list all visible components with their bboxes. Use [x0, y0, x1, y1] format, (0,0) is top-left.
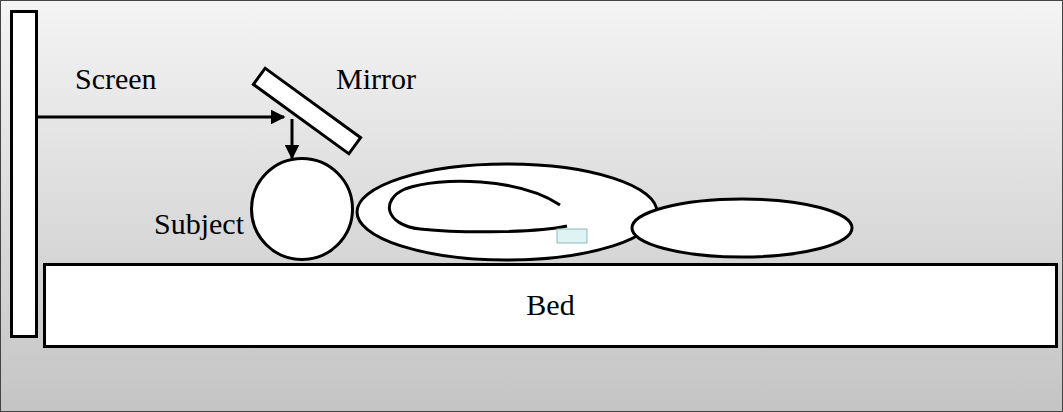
- subject-head-outline: [252, 159, 353, 260]
- bed-box: Bed: [43, 263, 1058, 348]
- body-ellipse: [357, 164, 657, 260]
- mirror-node: Mirror: [252, 66, 360, 154]
- subject-head: Subject: [250, 157, 354, 261]
- light-path-arrow: [38, 116, 284, 119]
- light-path-arrow: [291, 119, 294, 158]
- screen-panel-shape: [10, 10, 38, 338]
- node-label: Screen: [75, 62, 157, 97]
- subject-head-shape: [250, 157, 354, 261]
- node-label: Bed: [526, 288, 574, 323]
- node-label: Mirror: [336, 62, 416, 97]
- screen-panel: Screen: [10, 10, 38, 338]
- arm-outline: [389, 181, 567, 232]
- node-label: Subject: [154, 207, 244, 242]
- response-pad: [557, 229, 587, 243]
- screen-panel-outline: [12, 12, 37, 337]
- legs-ellipse: [632, 199, 852, 257]
- bed-box-outline: [45, 265, 1057, 347]
